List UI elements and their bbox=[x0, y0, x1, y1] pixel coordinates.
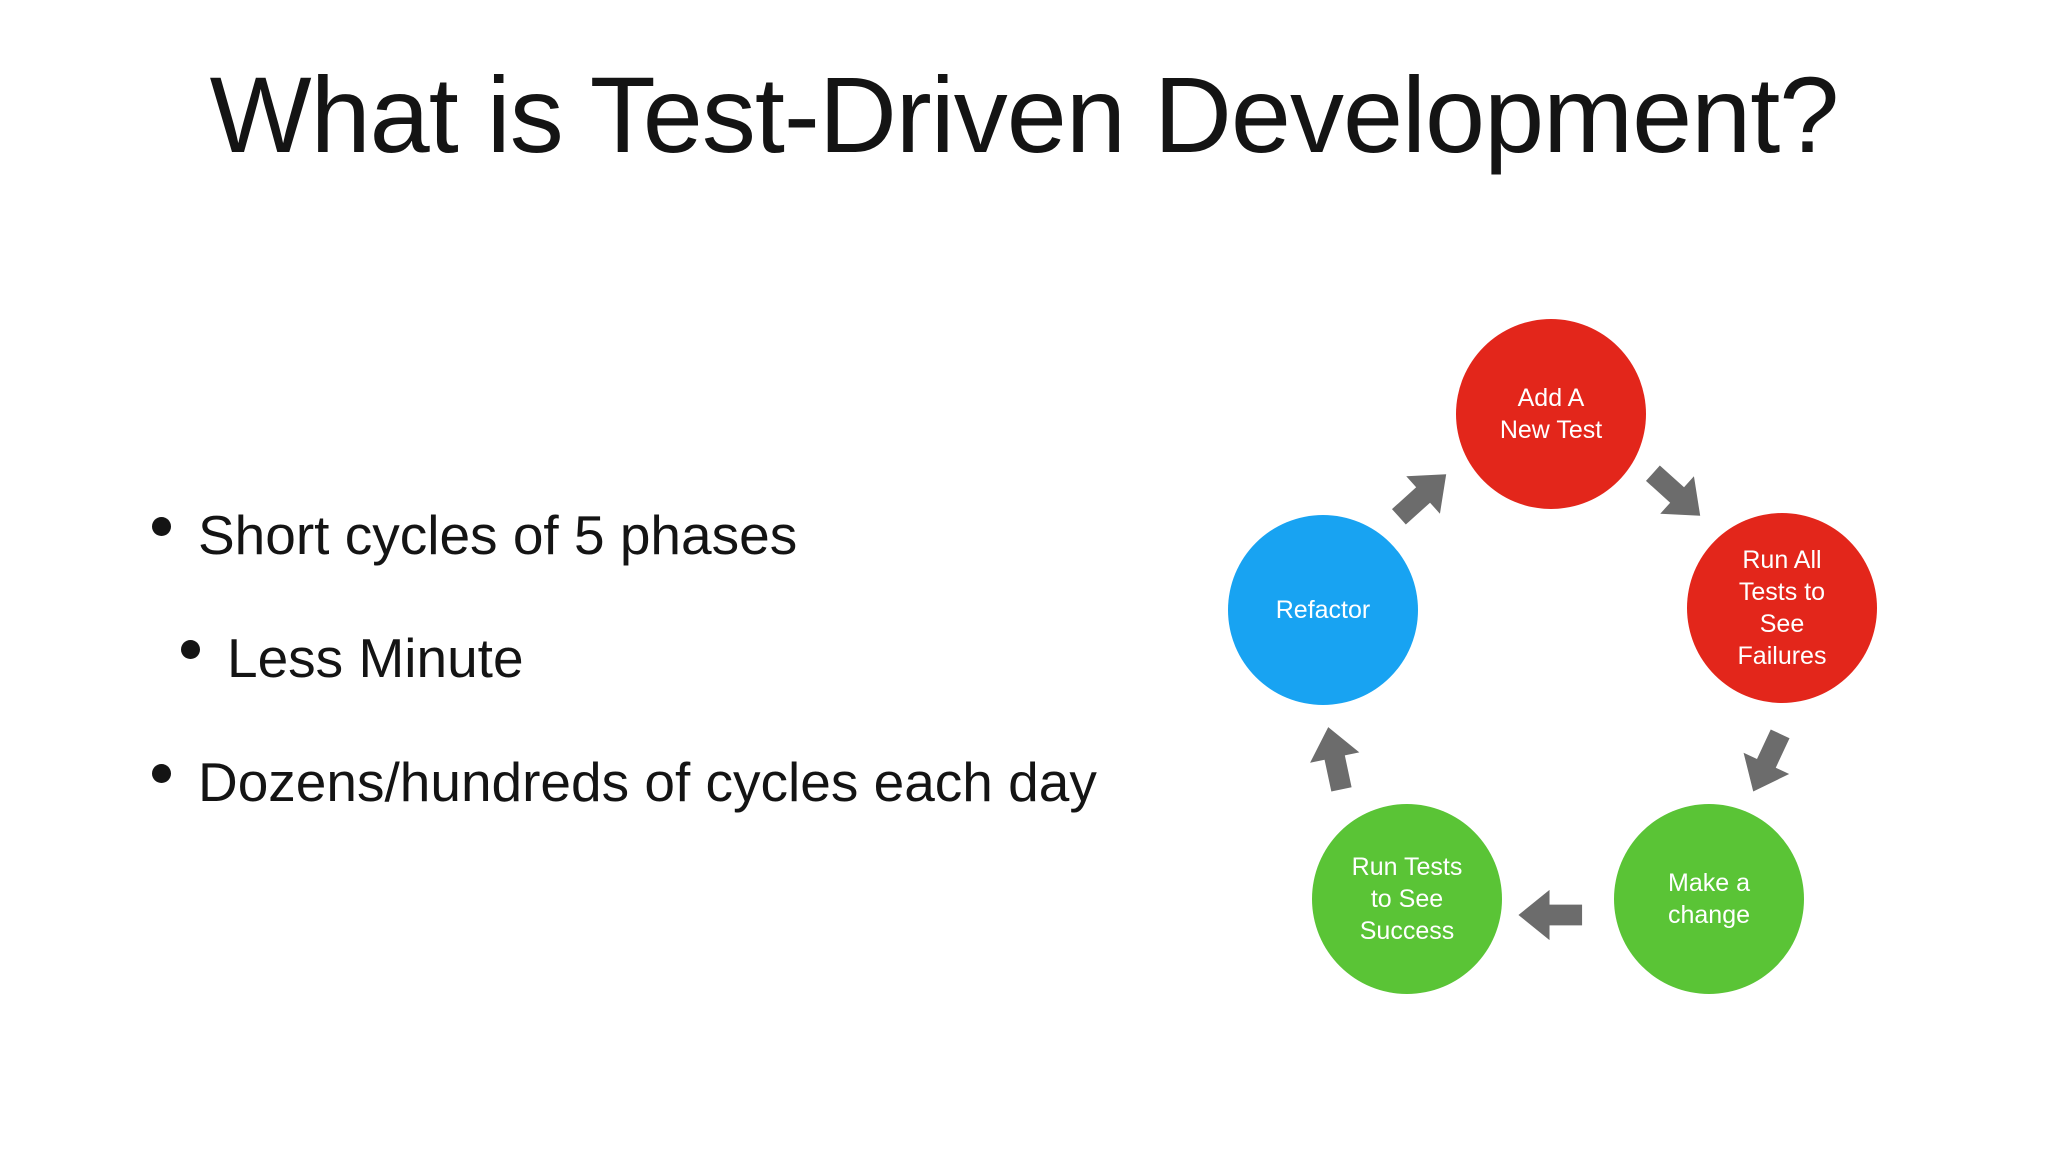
arrow-make-change-to-run-tests-icon bbox=[1514, 878, 1588, 952]
node-run-all-tests-to-see-failures: Run All Tests to See Failures bbox=[1687, 513, 1877, 703]
node-run-tests-to-see-success: Run Tests to See Success bbox=[1312, 804, 1502, 994]
slide-title: What is Test-Driven Development? bbox=[209, 54, 1840, 175]
arrow-run-all-to-make-change-icon bbox=[1718, 713, 1816, 811]
bullet-text: Less Minute bbox=[227, 627, 524, 689]
bullet-text: Short cycles of 5 phases bbox=[198, 504, 798, 566]
bullet-dot bbox=[181, 640, 200, 659]
node-make-a-change: Make a change bbox=[1614, 804, 1804, 994]
arrow-run-tests-to-refactor-icon bbox=[1291, 715, 1379, 803]
arrow-refactor-to-add-test-icon bbox=[1370, 444, 1475, 549]
arrow-add-test-to-run-all-icon bbox=[1624, 442, 1729, 547]
bullet-dot bbox=[152, 764, 171, 783]
bullet-dot bbox=[152, 517, 171, 536]
bullet-short-cycles: Short cycles of 5 phases bbox=[152, 502, 797, 568]
bullet-text: Dozens/hundreds of cycles each day bbox=[198, 751, 1097, 813]
node-refactor: Refactor bbox=[1228, 515, 1418, 705]
bullet-dozens-cycles: Dozens/hundreds of cycles each day bbox=[152, 749, 1097, 815]
node-add-a-new-test: Add A New Test bbox=[1456, 319, 1646, 509]
bullet-less-minute: Less Minute bbox=[181, 625, 524, 691]
